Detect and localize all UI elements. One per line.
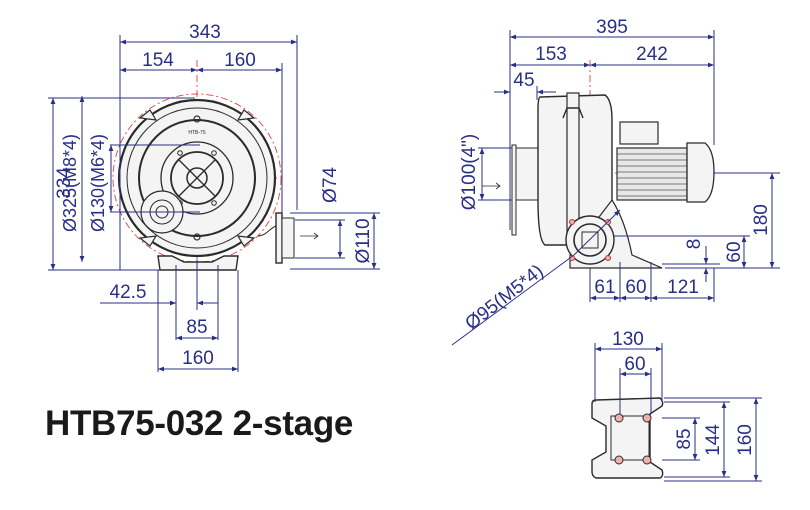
dim-base-hole-spacing-x: 60 [624,354,645,375]
base-plate [591,397,664,479]
dim-shaft-height: 180 [751,204,772,236]
dim-base-outer-width: 130 [612,329,644,350]
dim-inlet-bolt-circle: Ø130(M6*4) [88,134,108,232]
dim-left-of-center: 154 [142,50,174,71]
dim-base-inner-length: 144 [703,424,724,456]
front-view: HTB-75 343 154 160 334 Ø325(M8*4) [48,22,380,372]
dim-outlet-bolt-circle: Ø95(M5*4) [462,261,548,335]
dim-base-thickness: 8 [684,239,705,250]
side-view: 395 153 242 45 Ø100(4") Ø95(M5*4) 180 60… [451,17,780,346]
dim-overall-length: 395 [596,17,628,38]
dim-outlet-flange: Ø110 [353,218,374,263]
dim-base-hole-spacing-y: 85 [674,428,695,449]
dim-center-to-end: 242 [636,44,668,65]
dim-overall-width: 343 [189,22,221,43]
dim-outlet-center-height: 60 [724,241,745,262]
dim-right-of-center: 160 [224,50,256,71]
dim-base-outer-length: 160 [735,424,756,456]
nameplate-label: HTB-75 [188,130,205,136]
dim-foot-b: 60 [625,277,646,298]
dim-inlet-to-center: 153 [535,44,567,65]
dim-foot-width: 160 [182,348,214,369]
base-view: 130 60 85 144 160 [591,329,762,482]
dim-foot-a: 61 [594,277,615,298]
dim-outlet-inner: Ø74 [320,167,341,203]
dim-foot-hole-spacing: 85 [186,317,207,338]
dim-foot-offset: 42.5 [110,282,147,303]
motor-body [616,147,688,201]
dim-flange-depth: 45 [513,70,534,91]
dim-flange-bolt-circle: Ø325(M8*4) [60,134,80,232]
dim-overall-height: 334 [54,167,75,199]
dim-inlet-dia: Ø100(4") [459,134,480,210]
model-title: HTB75-032 2-stage [45,404,354,443]
dim-foot-c: 121 [667,277,699,298]
